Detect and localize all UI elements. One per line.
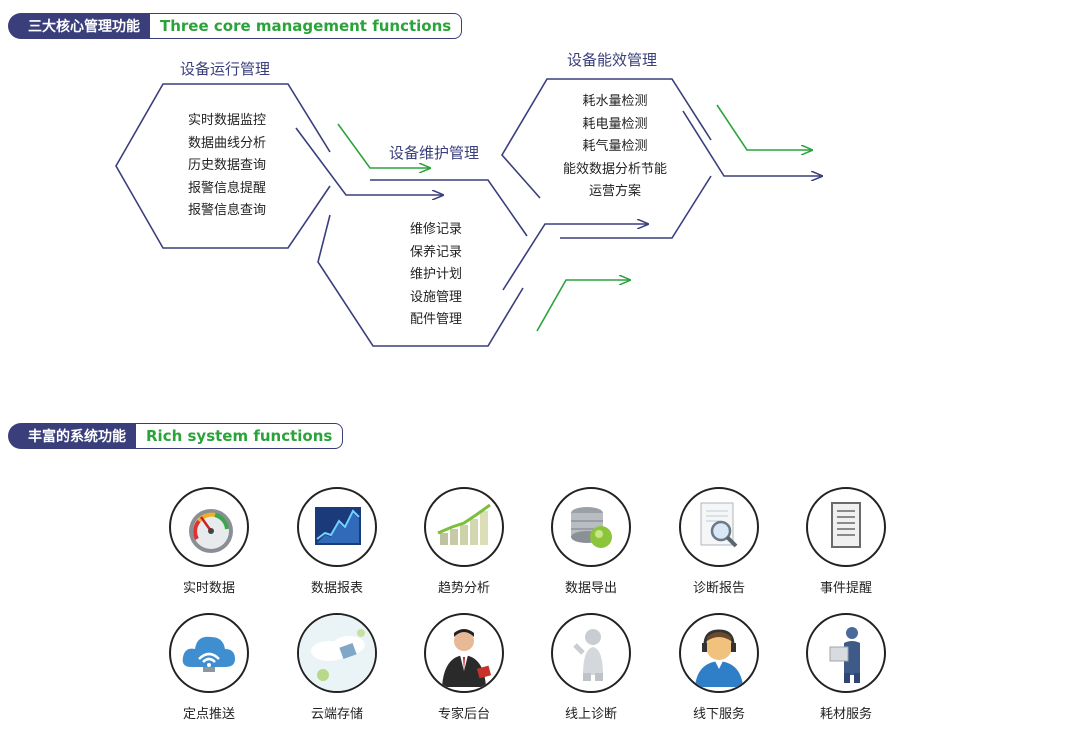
list-item: 历史数据查询 [187, 158, 266, 173]
gauge-icon [189, 509, 233, 553]
section-title-cn: 三大核心管理功能 [8, 13, 150, 39]
expert-person-icon [442, 629, 492, 687]
function-trend-analysis[interactable]: 趋势分析 [419, 487, 509, 596]
group-items-operation: 实时数据监控 数据曲线分析 历史数据查询 报警信息提醒 报警信息查询 [172, 110, 282, 223]
function-label: 云端存储 [310, 707, 363, 722]
list-item: 报警信息提醒 [187, 180, 266, 196]
function-realtime-data[interactable]: 实时数据 [164, 487, 254, 596]
hexagon-maintenance [317, 179, 528, 347]
function-label: 趋势分析 [437, 581, 490, 596]
list-item: 耗电量检测 [582, 116, 648, 132]
group-title-energy: 设备能效管理 [567, 51, 658, 69]
flow-arrow-1 [295, 127, 443, 195]
function-label: 实时数据 [182, 581, 235, 596]
group-title-operation: 设备运行管理 [180, 60, 271, 78]
group-items-energy: 耗水量检测 耗电量检测 耗气量检测 能效数据分析节能 运营方案 [555, 91, 675, 204]
function-event-reminder[interactable]: 事件提醒 [801, 487, 891, 596]
list-item: 耗水量检测 [582, 94, 648, 109]
list-document-icon [831, 502, 861, 548]
function-label: 诊断报告 [692, 581, 745, 596]
function-label: 数据导出 [564, 581, 617, 596]
function-label: 事件提醒 [819, 581, 872, 596]
group-title-maintenance: 设备维护管理 [389, 144, 480, 162]
chart-report-icon [315, 507, 361, 545]
list-item: 能效数据分析节能 [562, 161, 667, 177]
function-online-diagnosis[interactable]: 线上诊断 [546, 613, 636, 722]
list-item: 运营方案 [588, 184, 641, 199]
delivery-person-icon [829, 627, 860, 683]
function-label: 耗材服务 [819, 707, 872, 722]
function-offline-service[interactable]: 线下服务 [674, 613, 764, 722]
section-title-en: Rich system functions [136, 423, 344, 449]
function-data-export[interactable]: 数据导出 [546, 487, 636, 596]
list-item: 配件管理 [409, 312, 462, 327]
document-magnifier-icon [700, 502, 738, 548]
online-person-icon [573, 629, 603, 681]
list-item: 实时数据监控 [187, 113, 266, 128]
function-label: 专家后台 [437, 707, 490, 722]
function-label: 线上诊断 [564, 707, 617, 722]
database-export-icon [571, 507, 612, 548]
section-title-cn: 丰富的系统功能 [8, 423, 136, 449]
green-arrow-3 [716, 104, 812, 150]
trend-bars-icon [437, 503, 491, 545]
hexagon-operation [115, 83, 331, 249]
list-item: 设施管理 [409, 289, 462, 305]
hexagon-energy [501, 78, 712, 239]
cloud-storage-icon [299, 615, 375, 691]
group-items-maintenance: 维修记录 保养记录 维护计划 设施管理 配件管理 [381, 219, 491, 332]
list-item: 耗气量检测 [582, 139, 648, 154]
function-expert-backend[interactable]: 专家后台 [419, 613, 509, 722]
function-diagnostic-report[interactable]: 诊断报告 [674, 487, 764, 596]
section-header-system: 丰富的系统功能 Rich system functions [8, 423, 344, 449]
list-item: 维护计划 [409, 267, 462, 282]
section-header-core: 三大核心管理功能 Three core management functions [8, 13, 463, 39]
function-targeted-push[interactable]: 定点推送 [164, 613, 254, 722]
list-item: 报警信息查询 [187, 203, 266, 218]
headset-person-icon [695, 629, 743, 687]
core-functions-diagram [115, 78, 1069, 347]
list-item: 维修记录 [409, 222, 462, 237]
function-label: 线下服务 [692, 707, 745, 722]
function-cloud-storage[interactable]: 云端存储 [292, 613, 382, 722]
list-item: 保养记录 [409, 244, 462, 260]
cloud-wifi-icon [182, 636, 235, 672]
green-arrow-2 [536, 280, 630, 332]
flow-arrow-2 [502, 224, 648, 291]
green-arrow-1 [337, 123, 430, 168]
function-label: 定点推送 [182, 707, 235, 722]
list-item: 数据曲线分析 [187, 135, 266, 151]
flow-arrow-3 [682, 110, 822, 176]
function-label: 数据报表 [310, 581, 363, 596]
section-title-en: Three core management functions [150, 13, 463, 39]
function-consumables-service[interactable]: 耗材服务 [801, 613, 891, 722]
function-data-report[interactable]: 数据报表 [292, 487, 382, 596]
